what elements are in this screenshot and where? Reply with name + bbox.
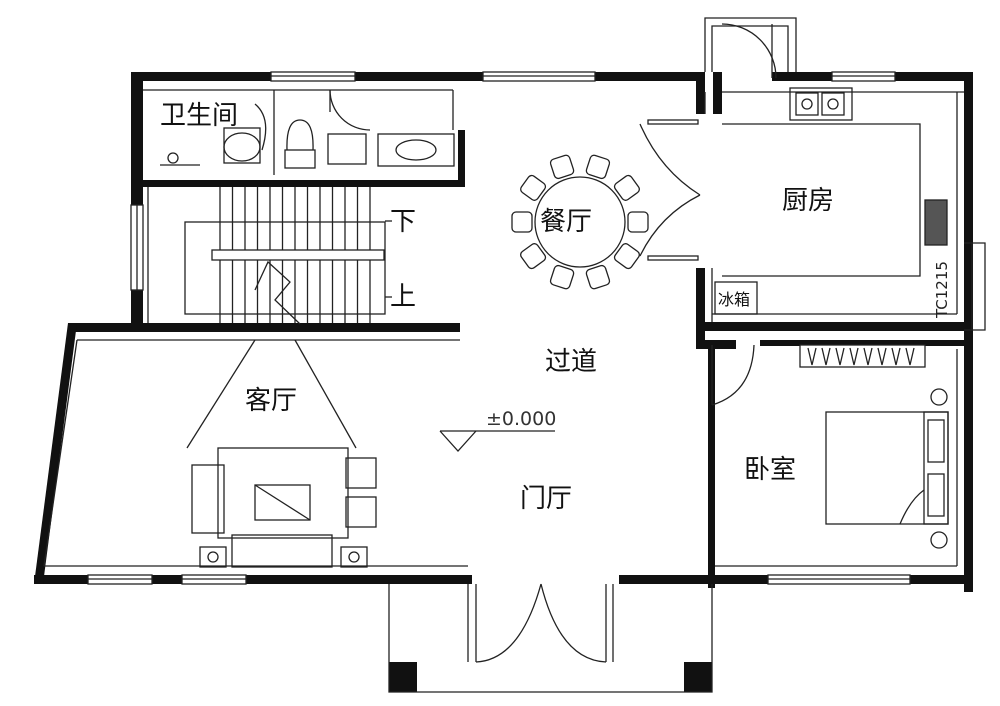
staircase — [184, 187, 392, 325]
room-label-bedroom: 卧室 — [744, 455, 796, 485]
wardrobe-hanger — [835, 347, 845, 366]
dining-chair — [613, 174, 640, 201]
dining-chair — [511, 211, 533, 233]
stair-label-down: 下 — [390, 207, 416, 237]
room-label-living: 客厅 — [245, 386, 297, 416]
windows — [87, 71, 986, 585]
room-label-bathroom: 卫生间 — [160, 101, 238, 131]
wardrobe-hanger — [863, 347, 873, 366]
window-code-label: TC1215 — [933, 261, 951, 319]
room-label-kitchen: 厨房 — [782, 186, 834, 216]
stair-label-up: 上 — [390, 282, 416, 312]
wardrobe-hanger — [891, 347, 901, 366]
dining-kitchen-doors — [639, 119, 701, 261]
bedroom-door — [711, 344, 755, 406]
room-label-foyer: 门厅 — [520, 484, 572, 514]
dining-chair — [585, 264, 611, 290]
walls — [34, 72, 973, 692]
bedroom-furniture — [799, 344, 949, 549]
wardrobe-hanger — [821, 347, 831, 366]
elevation-marker — [439, 430, 555, 452]
dining-chair — [549, 154, 575, 180]
dining-set — [511, 154, 649, 290]
dining-chair — [627, 211, 649, 233]
kitchen-back-door — [704, 17, 797, 79]
bathroom-door — [329, 89, 371, 131]
wardrobe-hanger — [849, 347, 859, 366]
dining-chair — [585, 154, 611, 180]
front-door — [388, 583, 713, 693]
fridge-label: 冰箱 — [718, 290, 750, 309]
elevation-label: ±0.000 — [486, 408, 556, 430]
dining-chair — [613, 243, 640, 270]
dining-chair — [520, 174, 547, 201]
kitchen-fixtures — [714, 87, 948, 315]
bathroom-fixtures — [160, 90, 455, 175]
wardrobe-hanger — [905, 347, 915, 366]
room-label-corridor: 过道 — [545, 347, 597, 377]
dining-chair — [520, 243, 547, 270]
wardrobe-hanger — [807, 347, 817, 366]
room-label-dining: 餐厅 — [540, 207, 592, 237]
living-furniture — [186, 339, 377, 568]
wardrobe-hanger — [877, 347, 887, 366]
dining-chair — [549, 264, 575, 290]
